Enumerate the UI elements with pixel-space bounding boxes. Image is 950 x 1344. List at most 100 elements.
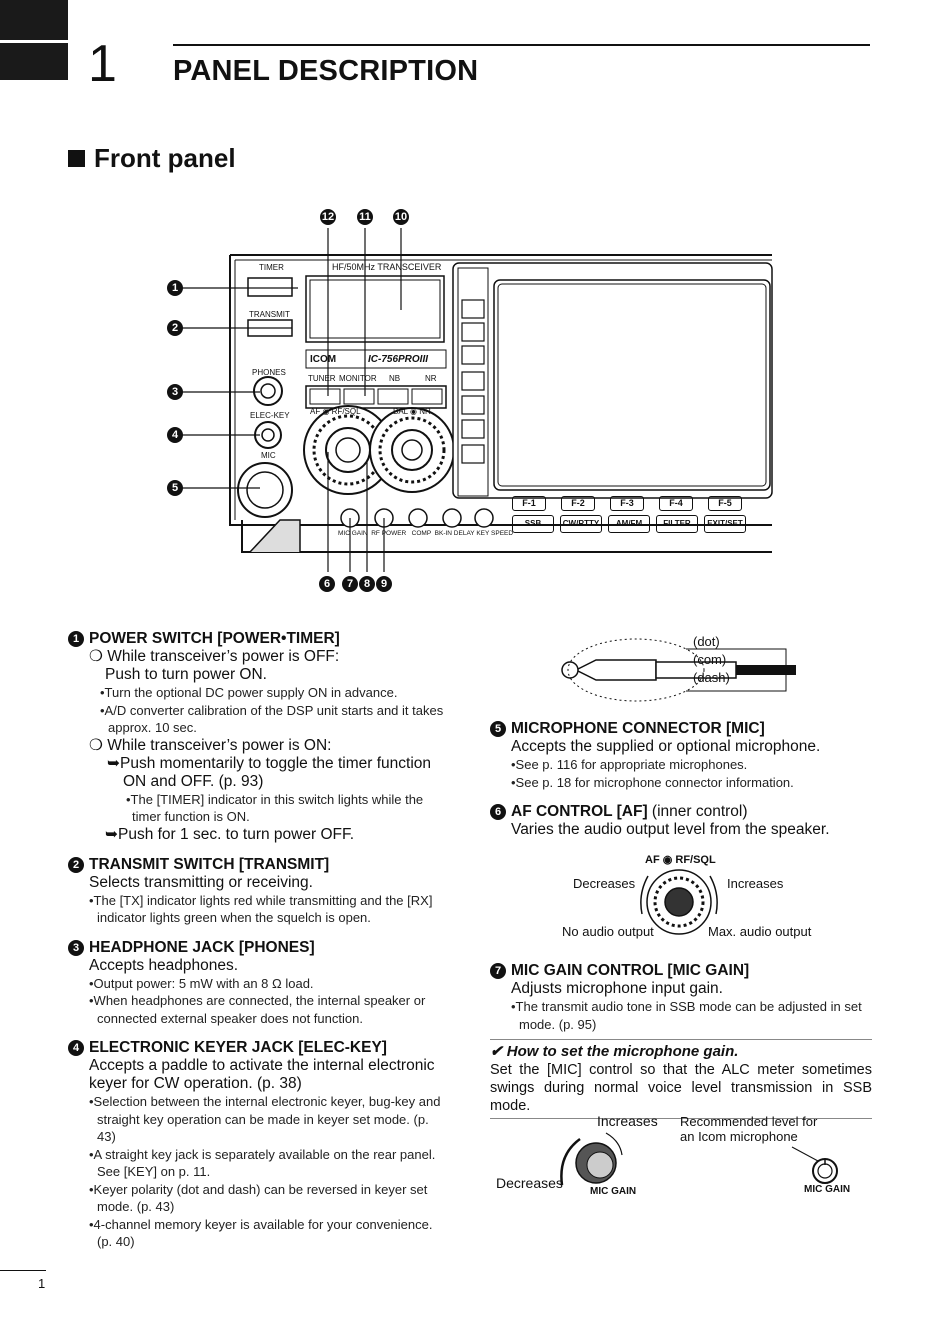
callout-5: 5: [167, 480, 183, 496]
dash-label: (dash): [693, 670, 730, 685]
panel-top-label: HF/50MHz TRANSCEIVER: [332, 262, 442, 272]
cw-rtty-key[interactable]: CW/RTTY: [560, 515, 602, 533]
nr-label: NR: [425, 374, 437, 383]
bullet-note: •See p. 18 for microphone connector info…: [511, 774, 794, 790]
af-knob-diagram: [640, 869, 718, 935]
phones-label: PHONES: [252, 368, 286, 377]
timer-label: TIMER: [259, 263, 284, 272]
mic-gain-knob-label: MIC GAIN: [590, 1186, 637, 1197]
item-title: MICROPHONE CONNECTOR [MIC]: [511, 720, 765, 737]
bullet-note: •The [TX] indicator lights red while tra…: [89, 892, 433, 926]
chapter-number: 1: [88, 35, 117, 93]
item-number: 6: [490, 804, 506, 820]
item-heading: 6 AF CONTROL [AF] (inner control): [490, 803, 872, 821]
af-decreases-label: Decreases: [573, 876, 636, 891]
transmit-label: TRANSMIT: [249, 310, 290, 319]
callout-4: 4: [167, 427, 183, 443]
nb-label: NB: [389, 374, 401, 383]
exit-set-key[interactable]: EXIT/SET: [704, 515, 746, 533]
af-min-label: No audio output: [562, 924, 654, 939]
f1-key[interactable]: F-1: [512, 496, 546, 511]
condition-heading: ❍ While transceiver’s power is ON:: [89, 736, 332, 754]
body-text: Accepts a paddle to activate the interna…: [89, 1057, 435, 1092]
item-title-note: (inner control): [647, 803, 748, 820]
mode-key-row: SSB CW/RTTY AM/FM FILTER EXIT/SET: [512, 515, 746, 533]
body-text: Selects transmitting or receiving.: [89, 873, 313, 891]
bullet-note: •The transmit audio tone in SSB mode can…: [511, 999, 862, 1032]
callout-10: 10: [393, 209, 409, 225]
bullet-note: •Turn the optional DC power supply ON in…: [100, 685, 398, 700]
com-label: (com): [693, 652, 727, 667]
af-knob-label: AF ◉ RF/SQL: [645, 854, 716, 866]
af-increases-label: Increases: [727, 876, 784, 891]
ssb-key[interactable]: SSB: [512, 515, 554, 533]
item-heading: 5 MICROPHONE CONNECTOR [MIC]: [490, 720, 872, 738]
bullet-note: •A/D converter calibration of the DSP un…: [100, 702, 444, 736]
callout-9: 9: [376, 576, 392, 592]
right-column: 5 MICROPHONE CONNECTOR [MIC] Accepts the …: [490, 720, 872, 851]
bullet-note: •When headphones are connected, the inte…: [89, 993, 426, 1026]
mic-label: MIC: [261, 451, 276, 460]
bullet-note: •Output power: 5 mW with an 8 Ω load.: [89, 975, 314, 991]
f5-key[interactable]: F-5: [708, 496, 742, 511]
callout-6: 6: [319, 576, 335, 592]
item-number: 7: [490, 963, 506, 979]
af-max-label: Max. audio output: [708, 924, 812, 939]
callout-8: 8: [359, 576, 375, 592]
callout-11: 11: [357, 209, 373, 225]
bullet-note: •The [TIMER] indicator in this switch li…: [126, 791, 424, 825]
brand-logo: ICOM: [310, 354, 337, 365]
mic-gain-diagram: [560, 1132, 838, 1186]
f4-key[interactable]: F-4: [659, 496, 693, 511]
howto-title: ✔ How to set the microphone gain.: [490, 1039, 872, 1061]
howto-body: Set the [MIC] control so that the ALC me…: [490, 1061, 872, 1119]
am-fm-key[interactable]: AM/FM: [608, 515, 650, 533]
body-text: Accepts the supplied or optional microph…: [511, 738, 821, 755]
callout-1: 1: [167, 280, 183, 296]
callout-12: 12: [320, 209, 336, 225]
body-text: Adjusts microphone input gain.: [511, 980, 723, 997]
item-title: AF CONTROL [AF]: [511, 803, 648, 820]
item-title: ELECTRONIC KEYER JACK [ELEC-KEY]: [89, 1039, 387, 1056]
body-text: ➥Push momentarily to toggle the timer fu…: [107, 754, 432, 790]
body-text: Accepts headphones.: [89, 956, 239, 974]
mic-plug-diagram: [561, 638, 796, 702]
item-title: TRANSMIT SWITCH [TRANSMIT]: [89, 855, 330, 873]
bal-nr-label: BAL ◉ NR: [393, 407, 431, 416]
bullet-note: •See p. 116 for appropriate microphones.: [511, 757, 748, 772]
f2-key[interactable]: F-2: [561, 496, 595, 511]
item-number: 3: [68, 939, 84, 956]
af-rf-label: AF ◉ RF/SQL: [310, 407, 361, 416]
monitor-label: MONITOR: [339, 374, 377, 383]
mic-decreases-label: Decreases: [496, 1175, 563, 1191]
condition-heading: ❍ While transceiver’s power is OFF:: [89, 648, 340, 665]
front-panel-diagram: [182, 228, 773, 572]
recommended-level-label: Recommended level for an Icom microphone: [680, 1114, 818, 1144]
model-label: IC-756PROIII: [368, 354, 429, 365]
f3-key[interactable]: F-3: [610, 496, 644, 511]
item-number: 5: [490, 721, 506, 737]
bottom-knob-labels: MIC GAIN RF POWER COMP BK-IN DELAY KEY S…: [338, 530, 514, 537]
section-title: Front panel: [94, 143, 236, 173]
chapter-tab-divider: [0, 40, 68, 43]
section-heading: Front panel: [68, 143, 236, 174]
body-text: Push to turn power ON.: [105, 666, 267, 683]
item-mic-connector: 5 MICROPHONE CONNECTOR [MIC] Accepts the …: [490, 720, 872, 791]
item-title: POWER SWITCH [POWER•TIMER]: [89, 630, 340, 647]
bullet-note: •Selection between the internal electron…: [89, 1094, 441, 1144]
mic-gain-knob2-label: MIC GAIN: [804, 1184, 851, 1195]
bullet-note: •A straight key jack is separately avail…: [89, 1146, 436, 1180]
callout-3: 3: [167, 384, 183, 400]
filter-key[interactable]: FILTER: [656, 515, 698, 533]
